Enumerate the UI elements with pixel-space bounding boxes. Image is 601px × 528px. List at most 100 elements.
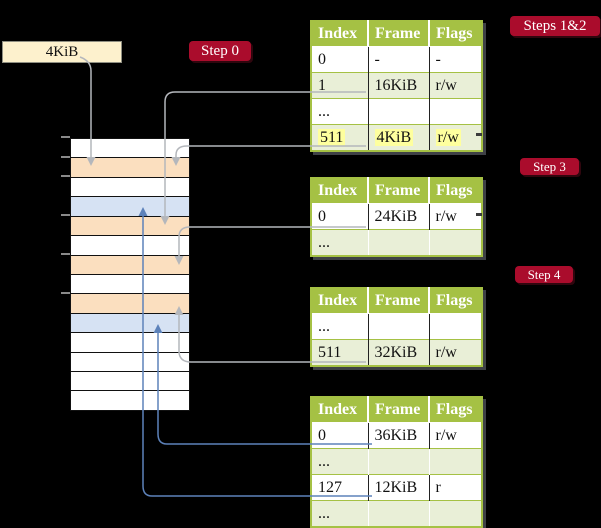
highlighted-value: 4KiB: [374, 128, 414, 146]
table-row: ...: [311, 313, 482, 340]
table-row: ...: [311, 229, 482, 256]
table-row: 511 4KiB r/w: [311, 124, 482, 151]
connector-stub: [476, 213, 482, 216]
column-header: Frame: [367, 288, 429, 314]
column-header: Index: [311, 21, 368, 47]
memory-row-blue: [71, 312, 189, 333]
address-tick: [61, 136, 70, 138]
table-cell: r/w: [428, 339, 482, 366]
table-cell: [428, 98, 482, 125]
step3-label: Step 3: [533, 158, 566, 174]
step4-label: Step 4: [527, 266, 561, 282]
table-cell: [428, 229, 482, 256]
address-tick: [61, 175, 70, 177]
column-header: Frame: [367, 178, 429, 204]
column-header: Flags: [428, 178, 482, 204]
address-tick: [61, 156, 70, 158]
table-cell: 24KiB: [367, 203, 429, 230]
table-row: ...: [311, 98, 482, 125]
table-cell: 0: [311, 46, 368, 73]
table-row: 0--: [311, 46, 482, 73]
table-cell: 511: [311, 124, 368, 151]
steps12-label: Steps 1&2: [523, 17, 587, 34]
step0-label: Step 0: [201, 42, 239, 59]
memory-row-white: [71, 351, 189, 372]
table-cell: 36KiB: [367, 422, 429, 449]
table-cell: r/w: [428, 72, 482, 99]
table-cell: 1: [311, 72, 368, 99]
step4-badge: Step 4: [515, 266, 573, 283]
table-cell: 511: [311, 339, 368, 366]
table-cell: [428, 448, 482, 475]
memory-row-white: [71, 332, 189, 352]
memory-row-white: [71, 235, 189, 255]
column-header: Index: [311, 288, 368, 314]
table-cell: [367, 98, 429, 125]
column-header: Frame: [367, 397, 429, 423]
memory-row-orange: [71, 157, 189, 177]
table-cell: 16KiB: [367, 72, 429, 99]
column-header: Flags: [428, 288, 482, 314]
memory-row-white: [71, 390, 189, 410]
table-cell: -: [428, 46, 482, 73]
column-header: Frame: [367, 21, 429, 47]
table-cell: [367, 229, 429, 256]
table-cell: ...: [311, 98, 368, 125]
steps12-badge: Steps 1&2: [510, 16, 600, 36]
memory-row-white: [71, 176, 189, 197]
step0-badge: Step 0: [189, 41, 251, 61]
table-row: ...: [311, 448, 482, 475]
table-cell: 32KiB: [367, 339, 429, 366]
table-cell: ...: [311, 448, 368, 475]
table-cell: 4KiB: [367, 124, 429, 151]
table-row: ...: [311, 500, 482, 527]
table-cell: [428, 313, 482, 340]
table-cell: [367, 448, 429, 475]
table-cell: ...: [311, 500, 368, 527]
step3-badge: Step 3: [520, 158, 579, 175]
table-cell: r/w: [428, 124, 482, 151]
table-cell: 0: [311, 203, 368, 230]
page-size-label: 4KiB: [45, 43, 79, 60]
memory-row-white: [71, 139, 189, 158]
table-cell: [367, 500, 429, 527]
address-tick: [61, 292, 70, 294]
memory-row-white: [71, 273, 189, 294]
column-header: Flags: [428, 21, 482, 47]
memory-row-white: [71, 371, 189, 391]
table-cell: [367, 313, 429, 340]
memory-row-orange: [71, 254, 189, 274]
page-size-box: 4KiB: [2, 41, 122, 63]
table-cell: r/w: [428, 422, 482, 449]
table-cell: r/w: [428, 203, 482, 230]
table-cell: 12KiB: [367, 474, 429, 501]
column-header: Index: [311, 178, 368, 204]
highlighted-value: r/w: [435, 128, 461, 146]
table-cell: ...: [311, 313, 368, 340]
address-tick: [61, 214, 70, 216]
connector-stub: [476, 133, 482, 136]
memory-column: [70, 138, 190, 411]
address-tick: [61, 253, 70, 255]
column-header: Flags: [428, 397, 482, 423]
table-cell: -: [367, 46, 429, 73]
table-cell: 0: [311, 422, 368, 449]
